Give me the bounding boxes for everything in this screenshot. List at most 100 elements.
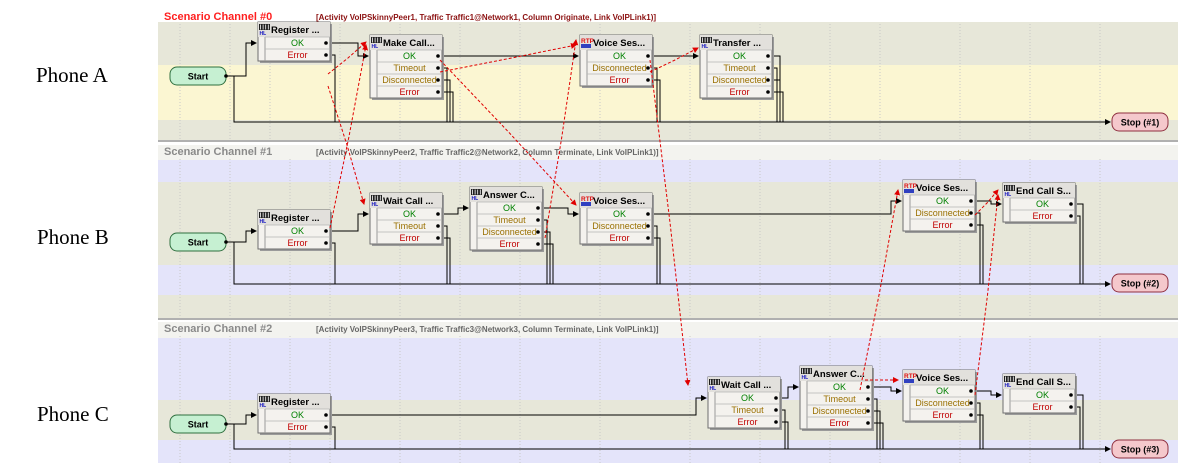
block-header (903, 180, 975, 195)
port-dot (969, 389, 973, 393)
port-dot (646, 224, 650, 228)
hl-icon-text: HL (372, 202, 379, 208)
port-dot (436, 66, 440, 70)
channel-lane (158, 120, 1178, 140)
port-dot (969, 199, 973, 203)
block-title: Wait Call ... (383, 196, 433, 207)
block-title: Voice Ses... (916, 373, 968, 384)
port-dot (1069, 405, 1073, 409)
block-header (1003, 183, 1075, 198)
channel-description: [Activity VoIPSkinnyPeer3, Traffic Traff… (316, 325, 659, 334)
block-title: Transfer ... (713, 38, 761, 49)
port-ok: OK (291, 410, 304, 420)
port-dot (646, 236, 650, 240)
flow-wire (326, 42, 369, 59)
start-label: Start (188, 420, 209, 430)
block-title: Answer C... (483, 190, 535, 201)
port-dot (766, 66, 770, 70)
hl-icon-text: HL (372, 44, 379, 50)
start-node[interactable]: Start (169, 414, 228, 434)
phone-b-label: Phone B (37, 225, 109, 249)
port-error: Error (288, 50, 308, 60)
flow-wire (226, 40, 257, 77)
port-dot (436, 236, 440, 240)
port-ok: OK (1036, 390, 1049, 400)
stop-node[interactable]: Stop (#2) (1111, 273, 1169, 293)
rtp-icon-bar (581, 44, 591, 48)
hl-icon (1004, 185, 1015, 191)
port-error: Error (288, 238, 308, 248)
port-dot (324, 241, 328, 245)
block-title: Voice Ses... (593, 38, 645, 49)
port-dot (324, 53, 328, 57)
start-node[interactable]: Start (169, 66, 228, 86)
port-error: Error (610, 233, 630, 243)
port-disconnected: Disconnected (382, 75, 437, 85)
start-port (224, 74, 228, 78)
hl-icon (701, 37, 712, 43)
port-dot (536, 218, 540, 222)
flow-wire (538, 207, 579, 217)
stop-node[interactable]: Stop (#1) (1111, 112, 1169, 132)
port-dot (536, 206, 540, 210)
port-error: Error (738, 417, 758, 427)
stop-node[interactable]: Stop (#3) (1111, 439, 1169, 459)
hl-icon (259, 212, 270, 218)
flow-wire (226, 228, 257, 243)
port-timeout: Timeout (393, 63, 426, 73)
port-ok: OK (741, 393, 754, 403)
start-node[interactable]: Start (169, 232, 228, 252)
port-disconnected: Disconnected (482, 227, 537, 237)
channel-lane (158, 10, 1178, 22)
port-disconnected: Disconnected (592, 63, 647, 73)
port-timeout: Timeout (493, 215, 526, 225)
port-ok: OK (733, 51, 746, 61)
port-dot (969, 223, 973, 227)
signal-link (544, 39, 579, 239)
block-title: Register ... (271, 397, 320, 408)
flow-wire (971, 200, 1002, 207)
phone-c-label: Phone C (37, 402, 109, 426)
port-ok: OK (1036, 199, 1049, 209)
port-dot (646, 212, 650, 216)
block-title: Register ... (271, 25, 320, 36)
port-ok: OK (403, 209, 416, 219)
stop-label: Stop (#2) (1121, 279, 1160, 289)
port-dot (324, 41, 328, 45)
port-error: Error (400, 87, 420, 97)
hl-icon-text: HL (710, 386, 717, 392)
channel-lane (158, 65, 1178, 120)
block-title: End Call S... (1016, 186, 1071, 197)
port-timeout: Timeout (731, 405, 764, 415)
stop-node-shape (1111, 112, 1169, 132)
port-dot (324, 425, 328, 429)
port-ok: OK (936, 386, 949, 396)
block-header (258, 394, 330, 409)
port-error: Error (933, 410, 953, 420)
port-dot (1069, 202, 1073, 206)
stop-node-shape (1111, 273, 1169, 293)
port-dot (536, 242, 540, 246)
block-header (580, 193, 652, 208)
port-dot (866, 397, 870, 401)
port-dot (774, 420, 778, 424)
port-disconnected: Disconnected (812, 406, 867, 416)
block-title: Register ... (271, 213, 320, 224)
port-timeout: Timeout (393, 221, 426, 231)
